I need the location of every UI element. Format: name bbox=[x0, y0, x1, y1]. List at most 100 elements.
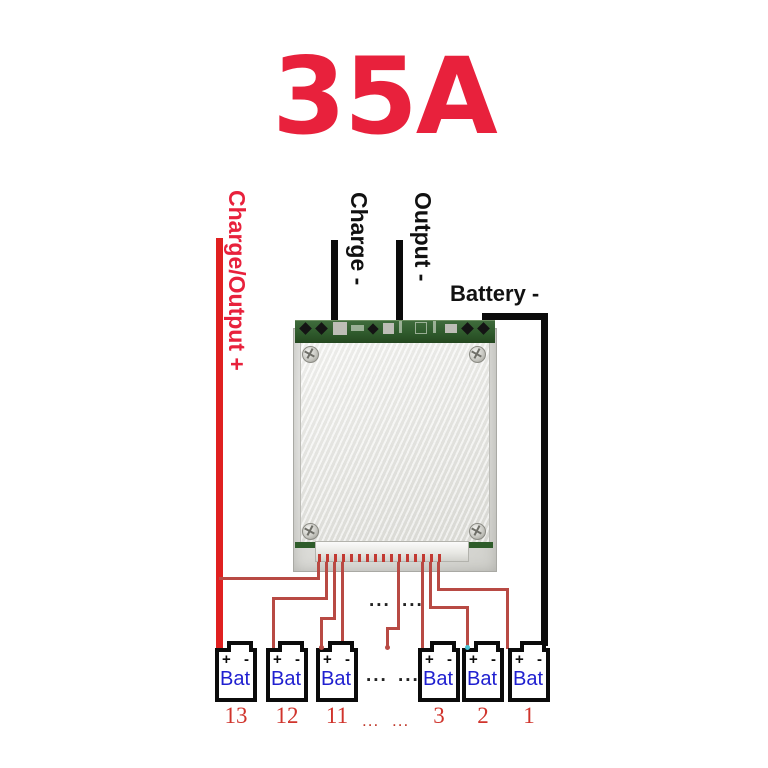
numbers-ellipsis-right: ... bbox=[392, 711, 410, 730]
bms-board bbox=[293, 316, 497, 572]
battery-label: Bat bbox=[220, 668, 251, 690]
battery-terminal-cap bbox=[520, 641, 546, 652]
screw-bottom-left bbox=[302, 523, 319, 540]
balance-wire-1-run bbox=[437, 588, 509, 591]
connector-pin bbox=[406, 554, 409, 562]
pcb-pad bbox=[333, 322, 347, 335]
balance-wire-10-drop bbox=[341, 560, 344, 649]
connector-pin bbox=[422, 554, 425, 562]
label-battery-minus: Battery - bbox=[450, 281, 540, 306]
connector-pin bbox=[350, 554, 353, 562]
connector-pin bbox=[326, 554, 329, 562]
battery-cell-3: + - Bat bbox=[418, 641, 460, 702]
battery-number-11: 11 bbox=[325, 703, 349, 728]
connector-pin bbox=[342, 554, 345, 562]
connector-pin bbox=[366, 554, 369, 562]
balance-wire-2-drop bbox=[421, 560, 424, 650]
battery-number-13: 13 bbox=[224, 703, 248, 728]
battery-label: Bat bbox=[513, 668, 544, 690]
balance-wire-3-run bbox=[386, 627, 400, 630]
pcb-silkscreen bbox=[415, 322, 427, 334]
screw-bottom-right bbox=[469, 523, 486, 540]
page-title: 35A bbox=[272, 35, 498, 158]
label-charge-output-plus: Charge/Output + bbox=[224, 190, 250, 371]
battery-plus-sign: + bbox=[323, 651, 332, 668]
battery-plus-sign: + bbox=[425, 651, 434, 668]
balance-wire-3-drop bbox=[397, 560, 400, 630]
pcb-bottom-left-green bbox=[295, 542, 323, 548]
battery-plus-sign: + bbox=[515, 651, 524, 668]
wire-charge-output-plus bbox=[216, 238, 223, 650]
battery-plus-sign: + bbox=[469, 651, 478, 668]
connector-pin bbox=[414, 554, 417, 562]
connector-pin bbox=[334, 554, 337, 562]
battery-terminal-cap bbox=[430, 641, 456, 652]
battery-cell-11: + - Bat bbox=[316, 641, 358, 702]
wire-battery-minus-down bbox=[541, 313, 548, 646]
connector-pin bbox=[382, 554, 385, 562]
connector-pin bbox=[318, 554, 321, 562]
balance-wire-2b-run bbox=[429, 606, 469, 609]
balance-wire-2b-down bbox=[466, 606, 469, 649]
wire-output-minus bbox=[396, 240, 403, 322]
wire-battery-minus-top bbox=[482, 313, 548, 320]
label-charge-minus: Charge - bbox=[346, 192, 372, 286]
screw-top-left bbox=[302, 346, 319, 363]
balance-wire-13 bbox=[219, 577, 320, 580]
terminal-junction bbox=[465, 645, 470, 650]
connector-pin bbox=[438, 554, 441, 562]
battery-number-3: 3 bbox=[433, 703, 445, 728]
pcb-bottom-right-green bbox=[465, 542, 493, 548]
battery-terminal-cap bbox=[474, 641, 500, 652]
connector-pin bbox=[430, 554, 433, 562]
terminal-junction bbox=[385, 645, 390, 650]
screw-top-right bbox=[469, 346, 486, 363]
battery-cell-1: + - Bat bbox=[508, 641, 550, 702]
battery-cell-2: + - Bat bbox=[462, 641, 504, 702]
wire-ellipsis-right: ... bbox=[402, 590, 424, 611]
pcb-silkscreen bbox=[351, 325, 364, 331]
wire-charge-minus bbox=[331, 240, 338, 322]
battery-label: Bat bbox=[423, 668, 454, 690]
battery-label: Bat bbox=[467, 668, 498, 690]
connector-pin bbox=[358, 554, 361, 562]
balance-wire-11-run bbox=[320, 617, 336, 620]
battery-label: Bat bbox=[271, 668, 302, 690]
battery-minus-sign: - bbox=[447, 651, 452, 668]
connector-pin bbox=[374, 554, 377, 562]
balance-wire-11-drop bbox=[333, 560, 336, 620]
battery-cell-13: + - Bat bbox=[215, 641, 257, 702]
aluminum-heat-plate bbox=[293, 328, 497, 572]
connector-pin bbox=[390, 554, 393, 562]
balance-wire-3-down bbox=[386, 627, 389, 649]
battery-number-2: 2 bbox=[477, 703, 489, 728]
balance-wire-11-down bbox=[320, 617, 323, 649]
balance-wire-1-drop bbox=[437, 560, 440, 590]
pcb-silkscreen bbox=[433, 321, 436, 333]
battery-terminal-cap bbox=[227, 641, 253, 652]
label-output-minus: Output - bbox=[410, 192, 436, 282]
balance-wire-12-drop bbox=[325, 560, 328, 600]
battery-minus-sign: - bbox=[295, 651, 300, 668]
battery-plus-sign: + bbox=[222, 651, 231, 668]
terminal-junction bbox=[319, 645, 324, 650]
cells-ellipsis-right: ... bbox=[398, 665, 420, 686]
battery-terminal-cap bbox=[278, 641, 304, 652]
balance-wire-1-down bbox=[506, 588, 509, 649]
battery-terminal-cap bbox=[328, 641, 354, 652]
battery-minus-sign: - bbox=[244, 651, 249, 668]
battery-cell-12: + - Bat bbox=[266, 641, 308, 702]
connector-pin bbox=[398, 554, 401, 562]
balance-wire-2b-drop bbox=[429, 560, 432, 608]
cells-ellipsis-left: ... bbox=[366, 665, 388, 686]
battery-minus-sign: - bbox=[537, 651, 542, 668]
battery-number-12: 12 bbox=[275, 703, 299, 728]
balance-wire-12-down bbox=[272, 597, 275, 649]
pcb-pad bbox=[383, 323, 394, 334]
battery-label: Bat bbox=[321, 668, 352, 690]
battery-minus-sign: - bbox=[345, 651, 350, 668]
battery-number-1: 1 bbox=[523, 703, 535, 728]
numbers-ellipsis-left: ... bbox=[362, 711, 380, 730]
battery-plus-sign: + bbox=[273, 651, 282, 668]
